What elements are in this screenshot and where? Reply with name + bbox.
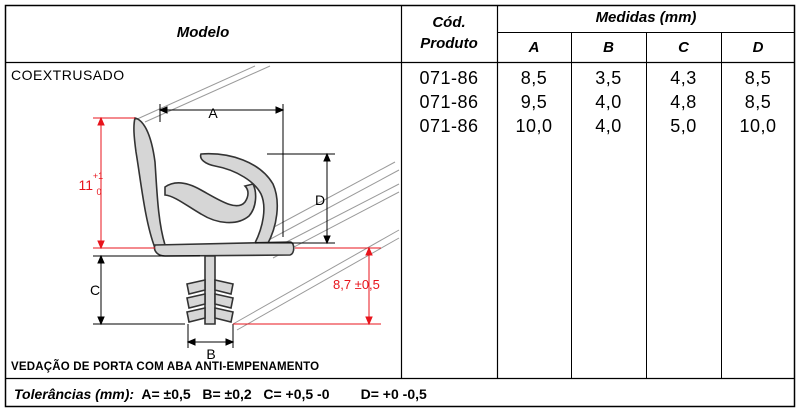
- header-cod-line2: Produto: [420, 35, 478, 52]
- cell-code-1: 071-86: [419, 68, 479, 88]
- dim-label-b: B: [206, 346, 215, 362]
- cell-c-1: 4,3: [670, 68, 697, 88]
- column-b: 3,5 4,0 4,0: [571, 66, 646, 138]
- column-a: 8,5 9,5 10,0: [497, 66, 571, 138]
- cell-a-1: 8,5: [520, 68, 548, 88]
- cell-d-2: 8,5: [744, 92, 772, 112]
- cell-b-1: 3,5: [595, 68, 622, 88]
- tolerances-label: Tolerâncias (mm):: [14, 386, 135, 402]
- tolerance-c: C= +0,5 -0: [263, 386, 330, 402]
- tolerance-d: D= +0 -0,5: [360, 386, 427, 402]
- cell-d-3: 10,0: [739, 116, 777, 136]
- column-d: 8,5 8,5 10,0: [721, 66, 795, 138]
- header-col-c: C: [678, 39, 689, 56]
- column-c: 4,3 4,8 5,0: [646, 66, 721, 138]
- header-col-b: B: [603, 39, 614, 56]
- header-medidas: Medidas (mm): [595, 9, 697, 26]
- dim-label-height-minus: 0: [96, 187, 101, 197]
- column-code: 071-86 071-86 071-86: [401, 66, 497, 138]
- header-cod-line1: Cód.: [432, 14, 466, 31]
- seal-profile-drawing: A D C B 11 +1 0 8,7 ±0,5: [78, 65, 400, 362]
- dimension-lines: [93, 104, 335, 348]
- header-modelo: Modelo: [176, 24, 230, 41]
- cell-c-3: 5,0: [670, 116, 697, 136]
- header-col-a: A: [528, 39, 540, 56]
- header-col-d: D: [752, 39, 764, 56]
- tolerances-row: Tolerâncias (mm): A= ±0,5 B= ±0,2 C= +0,…: [14, 386, 427, 402]
- dim-label-d: D: [315, 192, 325, 208]
- dim-label-height-plus: +1: [93, 171, 103, 181]
- dim-label-a: A: [208, 105, 218, 121]
- cell-code-3: 071-86: [419, 116, 479, 136]
- cell-code-2: 071-86: [419, 92, 479, 112]
- dim-label-c: C: [90, 282, 100, 298]
- dim-label-height-base: 11: [78, 177, 93, 193]
- cell-a-2: 9,5: [520, 92, 548, 112]
- dim-label-h2: 8,7 ±0,5: [333, 277, 380, 292]
- cell-b-2: 4,0: [595, 92, 622, 112]
- cell-c-2: 4,8: [670, 92, 697, 112]
- cell-d-1: 8,5: [744, 68, 772, 88]
- cell-a-3: 10,0: [515, 116, 553, 136]
- model-name: COEXTRUSADO: [11, 67, 125, 83]
- model-caption: VEDAÇÃO DE PORTA COM ABA ANTI-EMPENAMENT…: [11, 361, 320, 373]
- cell-b-3: 4,0: [595, 116, 622, 136]
- red-dimension-lines: [93, 116, 381, 326]
- tolerance-b: B= ±0,2: [202, 386, 252, 402]
- tolerance-a: A= ±0,5: [141, 386, 191, 402]
- seal-profile: [133, 117, 295, 325]
